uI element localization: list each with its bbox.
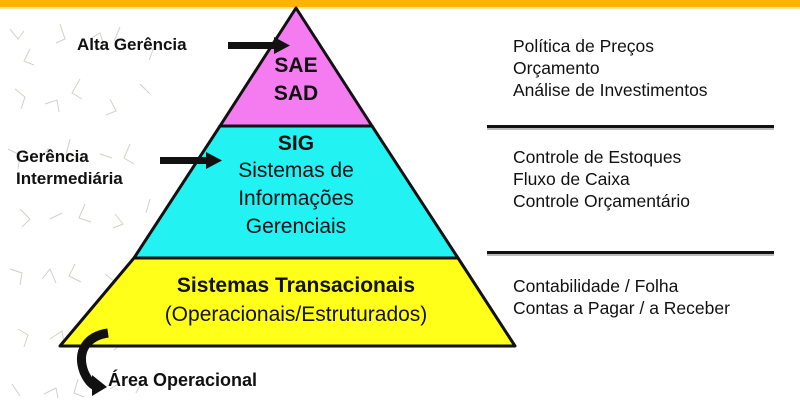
examples-top: Política de Preços Orçamento Análise de … <box>513 35 708 101</box>
tier-top-line: SAD <box>273 82 319 105</box>
divider <box>487 125 774 128</box>
example-item: Orçamento <box>513 58 600 78</box>
tier-middle-line: Informações <box>238 187 354 210</box>
arrow-right-icon <box>160 152 222 169</box>
level-label-alta-gerencia: Alta Gerência <box>77 35 187 54</box>
tier-top-line: SAE <box>274 54 318 77</box>
level-label-line: Gerência <box>16 147 89 166</box>
background-texture <box>7 23 154 399</box>
examples-bottom: Contabilidade / Folha Contas a Pagar / a… <box>513 275 730 319</box>
top-accent-bar <box>0 0 800 7</box>
example-item: Contas a Pagar / a Receber <box>513 298 730 318</box>
examples-middle: Controle de Estoques Fluxo de Caixa Cont… <box>513 146 690 212</box>
tier-middle-text: SIG Sistemas de Informações Gerenciais <box>196 131 396 241</box>
arrow-right-icon <box>228 37 290 54</box>
example-item: Fluxo de Caixa <box>513 169 630 189</box>
example-item: Controle de Estoques <box>513 147 682 167</box>
example-item: Contabilidade / Folha <box>513 276 679 296</box>
level-label-gerencia-intermediaria: Gerência Intermediária <box>16 146 123 190</box>
tier-middle-title: SIG <box>277 132 315 155</box>
level-label-line: Intermediária <box>16 169 123 188</box>
top-accent-edge <box>0 7 800 9</box>
curved-arrow-icon <box>77 328 109 396</box>
tier-middle-line: Gerenciais <box>245 215 347 238</box>
example-item: Análise de Investimentos <box>513 80 708 100</box>
example-item: Política de Preços <box>513 36 655 56</box>
level-label-area-operacional: Área Operacional <box>108 370 258 390</box>
tier-middle-line: Sistemas de <box>238 159 354 182</box>
tier-bottom-title: Sistemas Transacionais <box>176 274 416 297</box>
tier-bottom-subtitle: (Operacionais/Estruturados) <box>164 303 428 326</box>
tier-bottom-text: Sistemas Transacionais (Operacionais/Est… <box>116 272 476 330</box>
tier-top-text: SAE SAD <box>246 52 346 108</box>
divider <box>487 251 774 254</box>
tier-bottom-shape <box>58 256 517 348</box>
example-item: Controle Orçamentário <box>513 191 691 211</box>
